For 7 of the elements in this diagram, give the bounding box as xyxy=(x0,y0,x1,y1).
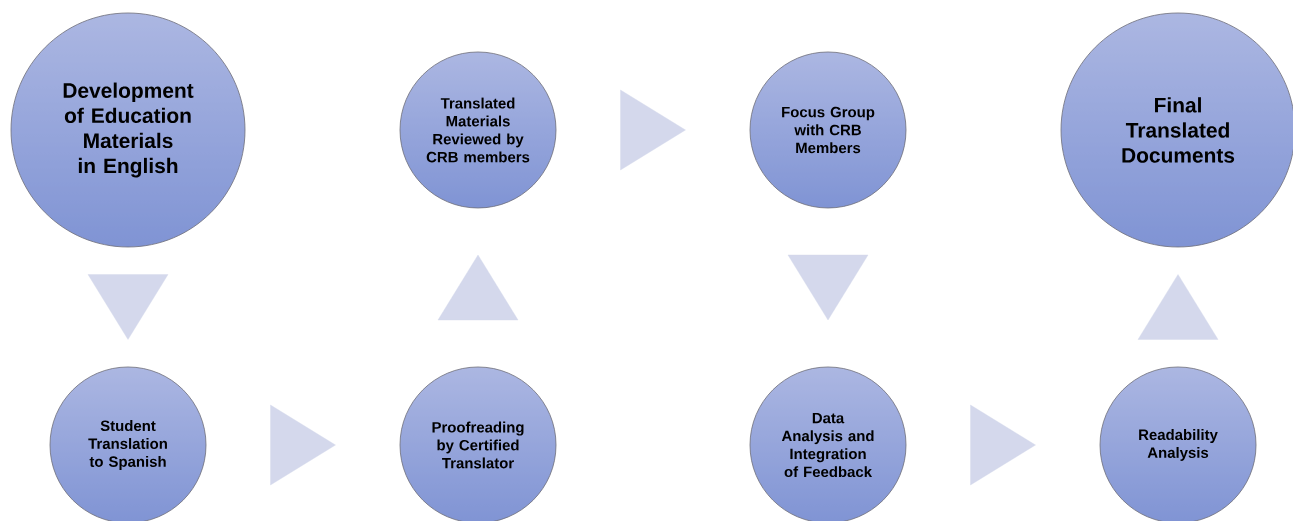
arrow xyxy=(620,89,686,171)
arrow xyxy=(87,274,169,340)
arrow xyxy=(787,254,869,321)
arrow xyxy=(437,254,519,321)
arrow xyxy=(970,404,1036,486)
arrow xyxy=(270,404,336,486)
arrow xyxy=(1137,274,1219,340)
